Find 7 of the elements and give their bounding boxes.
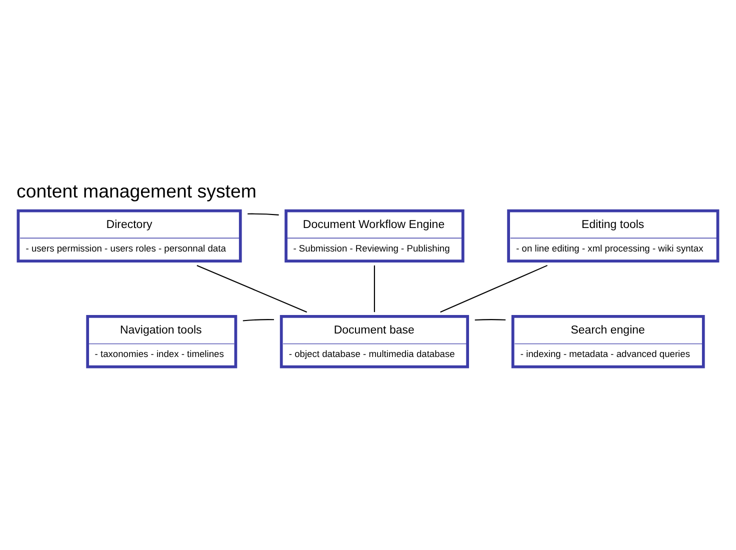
connector	[196, 264, 308, 312]
connector	[248, 212, 279, 215]
diagram-title: content management system	[16, 180, 256, 202]
connector	[374, 264, 376, 312]
connector	[474, 318, 506, 320]
connector	[440, 264, 548, 312]
connector	[242, 318, 274, 321]
